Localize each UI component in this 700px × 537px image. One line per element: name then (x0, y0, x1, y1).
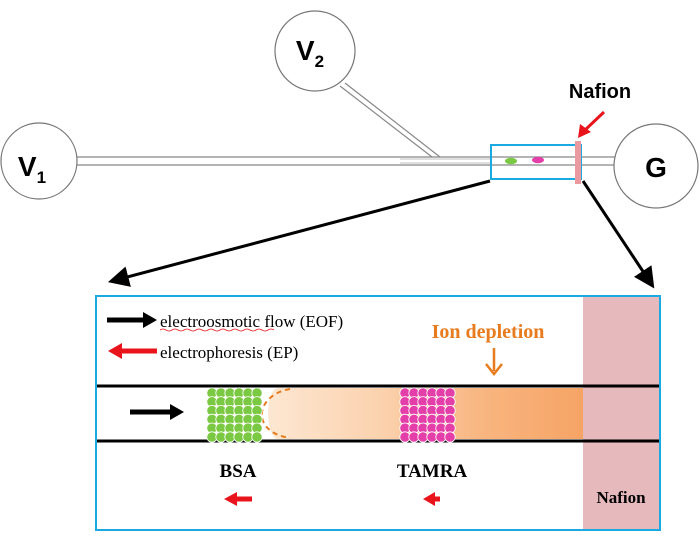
bsa-molecule (251, 431, 263, 443)
v1-label: V (18, 151, 37, 182)
v2-subscript: 2 (315, 52, 324, 71)
nafion-region (583, 297, 659, 529)
eof-legend-text: electroosmotic flow (EOF) (160, 312, 343, 331)
tamra-ep-arrow-icon (423, 492, 440, 506)
svg-text:V1: V1 (18, 151, 46, 187)
side-channel (339, 82, 441, 158)
bsa-plug-small (505, 157, 517, 165)
zoom-arrow-right (581, 180, 655, 289)
reservoir-g: G (613, 123, 699, 209)
tamra-molecule (444, 431, 456, 443)
nafion-bottom-label: Nafion (596, 488, 646, 507)
ep-legend-arrow-icon (108, 343, 122, 359)
tamra-plug-small (532, 156, 544, 164)
svg-text:V2: V2 (296, 35, 324, 71)
bsa-label: BSA (220, 461, 257, 482)
tamra-molecules (399, 387, 456, 443)
legend: electroosmotic flow (EOF) electrophoresi… (107, 312, 343, 362)
eof-channel-arrow-icon (170, 404, 184, 420)
eof-legend-arrow-icon (143, 312, 157, 328)
v2-label: V (296, 35, 315, 66)
tamra-label: TAMRA (397, 461, 468, 482)
nafion-strip-chip (575, 141, 581, 184)
ion-depletion-label: Ion depletion (432, 321, 545, 343)
reservoir-v1: V1 (0, 122, 78, 200)
bsa-molecules (206, 387, 263, 443)
ion-depletion-arrow (485, 348, 503, 377)
ep-legend-text: electrophoresis (EP) (160, 343, 298, 362)
nafion-pointer-arrow (578, 110, 606, 138)
reservoir-v2: V2 (274, 10, 356, 92)
depletion-boundary (260, 388, 291, 439)
main-channel (72, 156, 630, 166)
nafion-top-label: Nafion (569, 81, 631, 103)
spellcheck-underline (159, 328, 275, 332)
zoom-inset: electroosmotic flow (EOF) electrophoresi… (95, 295, 661, 531)
v1-subscript: 1 (37, 168, 46, 187)
bsa-ep-arrow-icon (224, 492, 252, 506)
zoom-arrow-left (107, 179, 491, 287)
g-label: G (645, 152, 667, 183)
